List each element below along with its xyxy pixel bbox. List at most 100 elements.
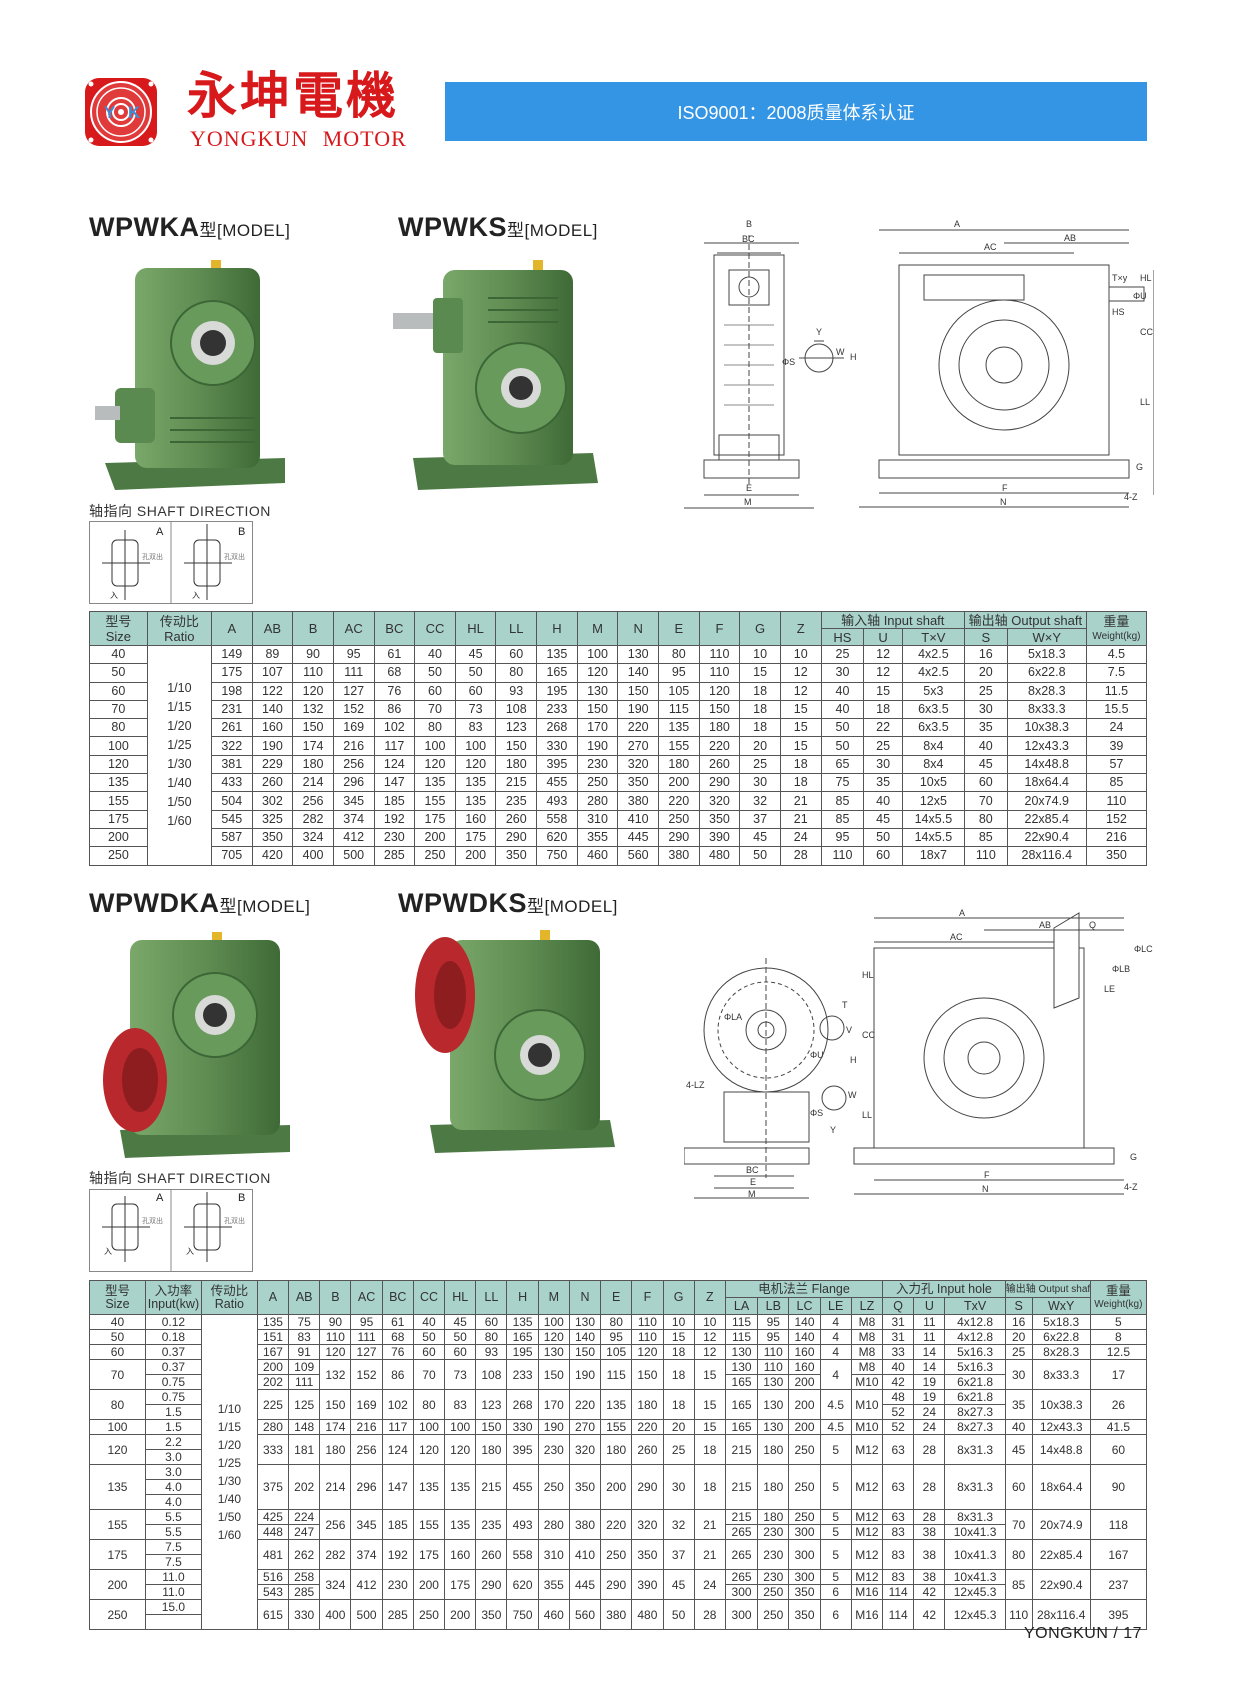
- dim-label: AB: [1039, 920, 1051, 930]
- sub-value: 52: [883, 1404, 913, 1419]
- value-cell: 110: [319, 1329, 352, 1345]
- sub-value: 300: [789, 1524, 820, 1539]
- value-cell: 410: [617, 809, 659, 829]
- value-cell: 300: [788, 1539, 821, 1570]
- value-cell: 68: [381, 1329, 414, 1345]
- value-cell: 20: [739, 736, 781, 756]
- col-ll: LL: [495, 611, 538, 646]
- sub-value: 10x41.3: [953, 1570, 997, 1585]
- value-cell: 180: [757, 1434, 790, 1465]
- value-cell: 21: [779, 791, 822, 811]
- value-cell: 214: [319, 1464, 352, 1510]
- sub-value: 350: [789, 1584, 820, 1599]
- sub-value: 215: [731, 1510, 752, 1525]
- sub-value: 202: [258, 1374, 288, 1389]
- value-cell: 282: [319, 1539, 352, 1570]
- value-cell: 80: [412, 1389, 446, 1420]
- col-s: S: [1004, 1297, 1033, 1315]
- col-lb: LB: [757, 1297, 790, 1315]
- value-cell: 111: [332, 663, 375, 683]
- model-title-wpwdks: WPWDKS型[MODEL]: [398, 888, 618, 919]
- banner-text: ISO9001：2008质量体系认证: [677, 102, 915, 123]
- value-cell: 149: [210, 644, 253, 665]
- value-cell: 45: [739, 827, 781, 848]
- model-suffix: 型[MODEL]: [526, 897, 618, 916]
- sub-value: 14: [922, 1360, 937, 1375]
- value-cell: 4: [819, 1344, 852, 1360]
- value-cell: 8x33.3: [1031, 1359, 1091, 1390]
- value-cell: 15: [693, 1419, 726, 1435]
- value-cell: 310: [537, 1539, 570, 1570]
- value-cell: M16: [850, 1599, 884, 1630]
- value-cell: 169: [332, 718, 375, 738]
- model-name: WPWDKS: [398, 888, 527, 918]
- value-cell: 85: [1085, 773, 1148, 793]
- value-cell: 290: [658, 827, 700, 848]
- dim-label: 4-LZ: [686, 1080, 705, 1090]
- value-cell: 280: [537, 1509, 570, 1540]
- value-cell: 18: [739, 699, 781, 720]
- value-cell: 390: [698, 827, 741, 848]
- value-cell: 12: [779, 681, 822, 701]
- value-cell: 322: [210, 736, 253, 756]
- size-cell: 40: [89, 1314, 146, 1330]
- value-cell: 12.5: [1089, 1344, 1148, 1360]
- value-cell: 14x48.8: [1031, 1434, 1091, 1465]
- value-cell: 100: [537, 1314, 570, 1330]
- model-suffix: 型[MODEL]: [199, 221, 291, 240]
- sub-value: 160: [794, 1360, 815, 1375]
- value-cell: 230: [576, 754, 619, 775]
- value-cell: 90: [292, 644, 334, 665]
- value-cell: 123: [475, 1389, 508, 1420]
- input-power-value: 3.0: [146, 1466, 201, 1480]
- value-cell: 25: [1004, 1344, 1033, 1360]
- value-cell: 105: [658, 681, 700, 701]
- value-cell: 18x64.4: [1006, 773, 1087, 793]
- value-cell: 230: [537, 1434, 570, 1465]
- value-cell: 70: [963, 791, 1008, 811]
- value-cell: 150: [292, 718, 334, 738]
- value-cell: 170: [576, 718, 619, 738]
- value-cell: 180: [757, 1464, 790, 1510]
- value-cell: 8x31.3: [944, 1464, 1006, 1510]
- value-cell: 6: [819, 1599, 852, 1630]
- value-cell: 70: [412, 1359, 446, 1390]
- value-cell: 235: [475, 1509, 508, 1540]
- header-line: 传动比: [210, 1283, 249, 1298]
- size-cell: 100: [89, 736, 148, 756]
- value-cell: 124: [381, 1434, 414, 1465]
- value-cell: 22x85.4: [1006, 809, 1087, 829]
- model-suffix: 型[MODEL]: [219, 897, 311, 916]
- value-cell: 160: [454, 809, 497, 829]
- value-cell: 380: [617, 791, 659, 811]
- value-cell: 260: [631, 1434, 664, 1465]
- value-cell: 63: [882, 1434, 915, 1465]
- value-cell: 108: [475, 1359, 508, 1390]
- value-cell: 150: [495, 736, 538, 756]
- value-cell: 165: [724, 1389, 759, 1420]
- value-cell: 220: [658, 791, 700, 811]
- value-cell: 400: [292, 846, 334, 866]
- value-cell: M8: [850, 1344, 884, 1360]
- value-cell: 260: [495, 809, 538, 829]
- value-cell: 25: [662, 1434, 695, 1465]
- value-cell: 110: [820, 846, 865, 866]
- value-cell: 20: [963, 663, 1008, 683]
- value-cell: 155: [600, 1419, 633, 1435]
- value-cell: 140: [251, 699, 294, 720]
- dim-label: CC: [1140, 327, 1153, 337]
- header-line: 重量: [1103, 613, 1130, 629]
- sub-value: 5x16.3: [957, 1360, 994, 1375]
- value-cell: 330: [506, 1419, 539, 1435]
- col-la: LA: [724, 1297, 759, 1315]
- value-cell: 50: [444, 1329, 477, 1345]
- value-cell: 220: [631, 1419, 664, 1435]
- value-cell: 390: [631, 1569, 664, 1600]
